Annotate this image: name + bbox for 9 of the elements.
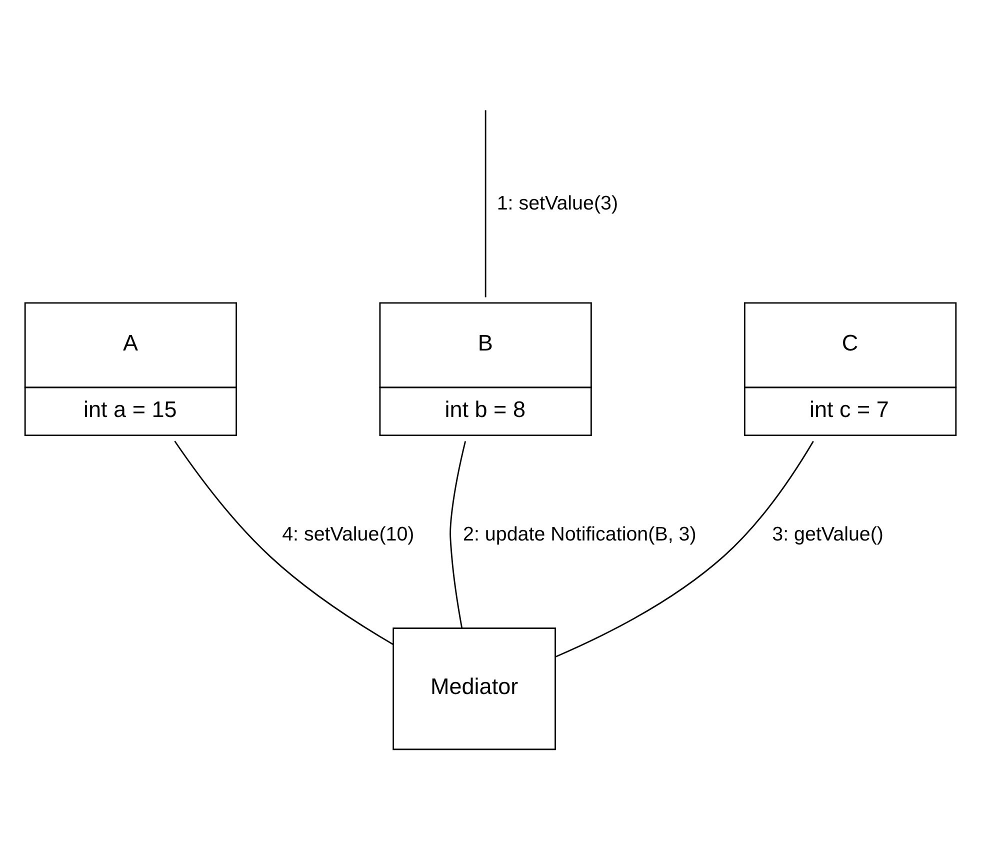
edge-label: 3: getValue() (772, 524, 884, 546)
connector (174, 440, 394, 645)
connector (484, 110, 486, 298)
edge-label: 2: update Notification(B, 3) (463, 524, 696, 546)
connector (555, 440, 814, 658)
node-box: Mediator (392, 628, 556, 750)
edge-label: 1: setValue(3) (496, 192, 618, 215)
edge-label: 4: setValue(10) (282, 524, 414, 546)
connector (450, 441, 466, 628)
